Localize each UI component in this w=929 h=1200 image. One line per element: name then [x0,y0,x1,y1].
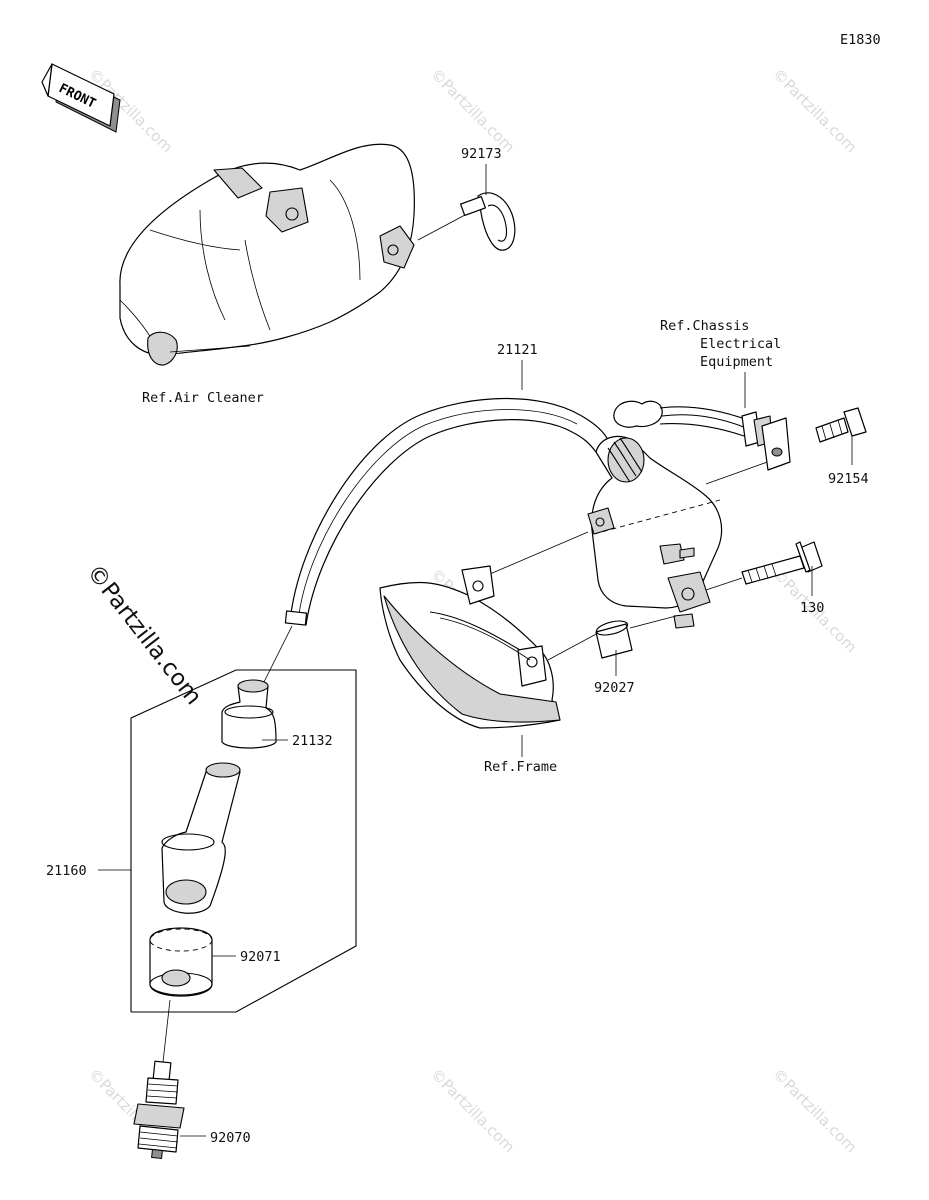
label-130: 130 [800,600,824,616]
label-92027: 92027 [594,680,635,696]
clamp-92173 [460,192,516,251]
air-cleaner-housing [119,143,415,366]
leader-coil-spacer [629,615,677,629]
ignition-coil [587,435,723,629]
cap-21132 [221,679,277,749]
seal-92071 [149,927,213,997]
watermark-text: ©Partzilla.com [427,65,518,156]
label-21121: 21121 [497,342,538,358]
bolt-92154 [815,407,867,443]
leader-lead-cap [263,625,293,683]
label-ref-frame: Ref.Frame [484,759,557,775]
frame-bracket [379,565,561,729]
label-ref-air-cleaner: Ref.Air Cleaner [142,390,264,406]
ground-wire-harness [613,400,791,471]
label-21160: 21160 [46,863,87,879]
label-ref-chassis-line3: Equipment [700,354,773,370]
watermark-text: ©Partzilla.com [769,1065,860,1156]
label-ref-chassis-line2: Electrical [700,336,781,352]
label-92071: 92071 [240,949,281,965]
watermark-text: ©Partzilla.com [427,1065,518,1156]
spark-plug-92070 [133,1060,185,1160]
watermark-text: ©Partzilla.com [769,65,860,156]
diagram-code: E1830 [840,32,881,48]
label-92154: 92154 [828,471,869,487]
assembly-box-21160 [130,669,357,1013]
label-92173: 92173 [461,146,502,162]
label-21132: 21132 [292,733,333,749]
leader-coil-bolt [705,577,743,591]
leader-coil-frame-1 [489,531,589,575]
label-92070: 92070 [210,1130,251,1146]
spacer-92027 [595,620,633,659]
plug-boot-tube [161,762,241,914]
leader-seal-plug [162,999,171,1063]
label-ref-chassis-line1: Ref.Chassis [660,318,749,334]
partzilla-watermark-main: ©Partzilla.com [81,560,206,710]
leader-92173-mount [417,214,466,241]
bolt-130 [741,541,823,585]
leader-coil-frame-2 [547,631,601,661]
